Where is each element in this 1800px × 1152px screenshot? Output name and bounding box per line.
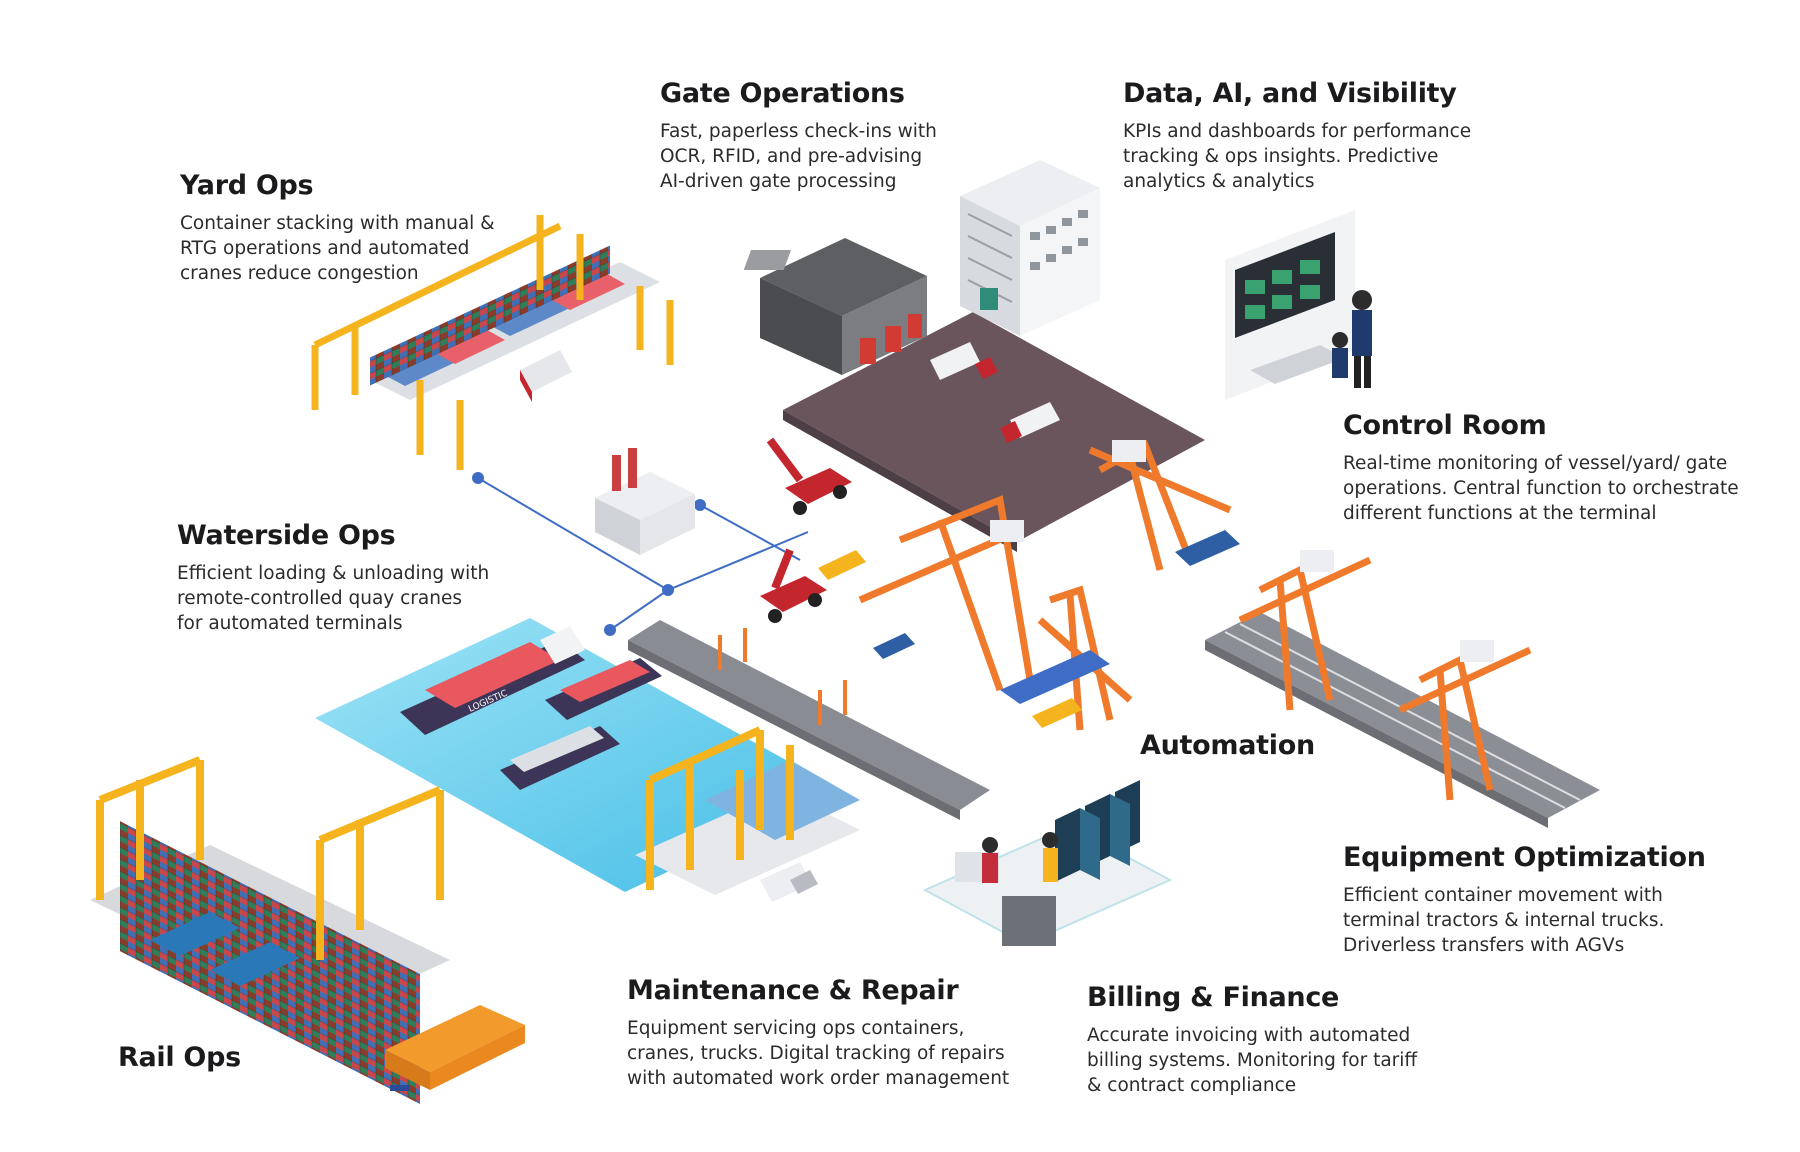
ship-2 xyxy=(545,658,662,720)
section-title: Rail Ops xyxy=(118,1042,241,1073)
control-room-scene xyxy=(1225,210,1372,400)
section-title: Control Room xyxy=(1343,410,1547,441)
section-title: Billing & Finance xyxy=(1087,982,1340,1013)
label-waterside-ops: Waterside Ops Efficient loading & unload… xyxy=(177,520,489,636)
section-description: KPIs and dashboards for performance trac… xyxy=(1123,121,1472,192)
section-description: Accurate invoicing with automated billin… xyxy=(1087,1025,1418,1096)
roadway xyxy=(628,620,990,820)
section-description: Efficient container movement with termin… xyxy=(1343,885,1665,956)
crane-cabins xyxy=(990,440,1146,542)
label-gate-operations: Gate Operations Fast, paperless check-in… xyxy=(660,78,937,194)
label-data-ai-visibility: Data, AI, and Visibility KPIs and dashbo… xyxy=(1123,78,1471,194)
network-connectors xyxy=(472,472,809,636)
section-description: Efficient loading & unloading with remot… xyxy=(177,563,490,634)
ship-3 xyxy=(500,726,620,790)
maintenance-scene xyxy=(635,726,860,902)
section-title: Data, AI, and Visibility xyxy=(1123,78,1457,109)
yard-ops-scene xyxy=(311,215,674,470)
gate-building xyxy=(743,238,927,375)
section-title: Equipment Optimization xyxy=(1343,842,1706,873)
section-description: Fast, paperless check-ins with OCR, RFID… xyxy=(660,121,937,192)
data-center-building xyxy=(960,160,1100,336)
billing-scene xyxy=(922,780,1173,946)
section-title: Automation xyxy=(1140,730,1315,761)
section-title: Waterside Ops xyxy=(177,520,396,551)
power-plant-building xyxy=(595,448,695,555)
section-title: Yard Ops xyxy=(180,170,314,201)
label-rail-ops: Rail Ops xyxy=(118,1042,241,1083)
agv-containers xyxy=(873,530,1240,728)
label-maintenance-repair: Maintenance & Repair Equipment servicing… xyxy=(627,975,1009,1091)
rail-ops-scene xyxy=(90,756,525,1105)
section-description: Real-time monitoring of vessel/yard/ gat… xyxy=(1343,453,1739,524)
plaza-trucks xyxy=(930,342,1060,443)
section-description: Equipment servicing ops containers, cran… xyxy=(627,1018,1010,1089)
section-description: Container stacking with manual & RTG ope… xyxy=(180,213,495,284)
label-yard-ops: Yard Ops Container stacking with manual … xyxy=(180,170,495,286)
section-title: Gate Operations xyxy=(660,78,905,109)
equipment-track xyxy=(1205,550,1600,828)
label-equipment-optimization: Equipment Optimization Efficient contain… xyxy=(1343,842,1706,958)
label-control-room: Control Room Real-time monitoring of ves… xyxy=(1343,410,1739,526)
reach-stackers xyxy=(760,437,866,623)
section-title: Maintenance & Repair xyxy=(627,975,959,1006)
label-billing-finance: Billing & Finance Accurate invoicing wit… xyxy=(1087,982,1417,1098)
label-automation: Automation xyxy=(1140,730,1315,771)
